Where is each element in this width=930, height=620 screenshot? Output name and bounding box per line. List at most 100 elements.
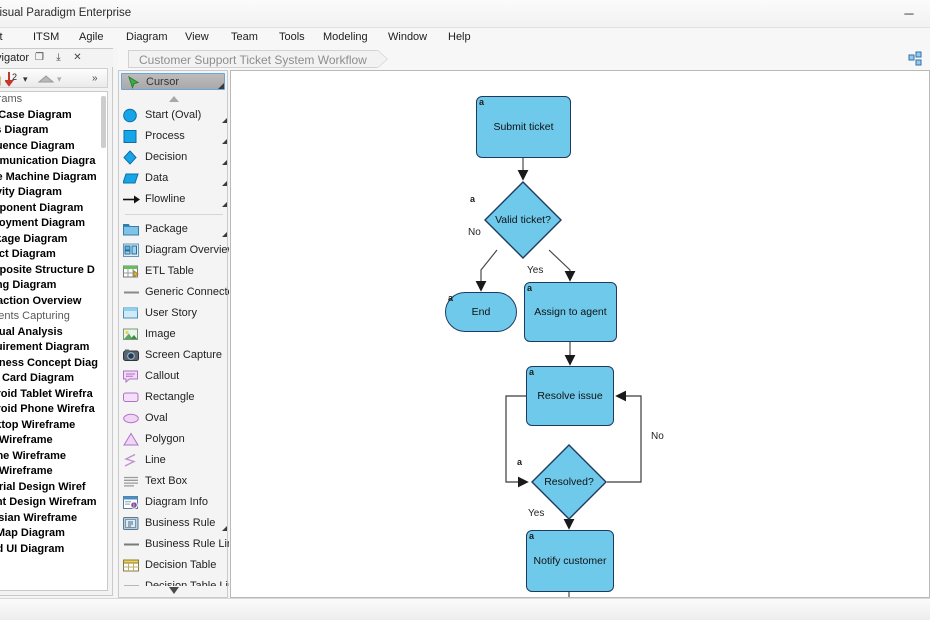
flowchart-node-resolved[interactable]: Resolved?a [517,444,607,520]
navigator-list-item[interactable]: eployment Diagram [0,217,86,229]
close-icon[interactable]: ✕ [73,52,82,63]
toolbar-overflow-icon[interactable]: » [92,73,98,84]
palette-item-callout[interactable]: Callout [119,366,229,387]
navigator-list-item[interactable]: ming Diagram [0,279,57,291]
flowchart-node-valid[interactable]: Valid ticket?a [470,181,562,259]
navigator-list-item[interactable]: esktop Wireframe [0,418,76,431]
minimize-button[interactable]: ─ [904,6,914,21]
navigator-list-item[interactable]: ctivity Diagram [0,186,62,198]
navigator-list-item[interactable]: usiness Concept Diag [0,356,98,369]
navigator-list-item[interactable]: uent Design Wirefram [0,496,97,508]
navigator-list-item[interactable]: iagrams [0,93,23,105]
navigator-list-item[interactable]: ackage Diagram [0,232,68,245]
business-rule-link-icon [123,537,139,552]
menu-item-itsm[interactable]: ITSM [33,31,60,43]
palette-item-image[interactable]: Image [119,324,229,345]
palette-expand-corner-icon[interactable] [222,232,227,237]
palette-item-polygon[interactable]: Polygon [119,429,229,450]
navigator-title: Navigator [0,52,30,64]
navigator-list-item[interactable]: hone Wireframe [0,449,67,462]
dropdown-arrow-icon[interactable]: ▾ [23,74,28,84]
navigator-list-item[interactable]: ommunication Diagra [0,155,96,167]
restore-icon[interactable]: ❐ [35,52,44,63]
navigator-list-item[interactable]: ad Wireframe [0,434,53,446]
palette-scroll-up[interactable] [119,92,229,105]
navigator-list-item[interactable]: ndroid Phone Wirefra [0,403,95,415]
palette-expand-corner-icon[interactable] [222,118,227,123]
menu-item-modeling[interactable]: Modeling [323,31,368,43]
navigator-scroll-thumb[interactable] [101,96,106,148]
navigator-list-item[interactable]: bject Diagram [0,248,56,260]
navigator-list-item[interactable]: ements Capturing [0,310,70,322]
navigator-list-item[interactable]: tate Machine Diagram [0,170,97,183]
palette-item-start-oval[interactable]: Start (Oval) [119,105,229,126]
palette-item-decision-table-link[interactable]: Decision Table Link [119,576,229,586]
palette-item-package[interactable]: Package [119,219,229,240]
menu-item-tools[interactable]: Tools [279,31,305,43]
menu-item-window[interactable]: Window [388,31,428,43]
navigator-diagram-list[interactable]: iagrams se Case Diagram ass Diagram equence… [0,91,108,591]
open-folder-icon[interactable] [0,71,1,87]
navigator-list-item[interactable]: eb Wireframe [0,465,53,477]
palette-item-business-rule[interactable]: Business Rule [119,513,229,534]
diamond-shape-icon [484,181,562,259]
navigator-list-item[interactable]: se Case Diagram [0,108,72,121]
palette-item-screen-capture[interactable]: Screen Capture [119,345,229,366]
navigator-list-item[interactable]: equirement Diagram [0,341,90,353]
menu-item-agile[interactable]: Agile [79,31,104,43]
palette-item-business-rule-link[interactable]: Business Rule Link [119,534,229,555]
navigator-list-item[interactable]: ired UI Diagram [0,542,65,555]
navigator-list-item[interactable]: extual Analysis [0,325,63,338]
navigator-list-item[interactable]: ndroid Tablet Wirefra [0,387,93,400]
sort-descending-icon[interactable]: 2 [4,71,20,87]
navigator-list-item[interactable]: omponent Diagram [0,201,84,214]
navigator-list-item[interactable]: aterial Design Wiref [0,480,86,493]
palette-item-rectangle[interactable]: Rectangle [119,387,229,408]
palette-expand-corner-icon[interactable] [222,160,227,165]
navigator-list-item[interactable]: equence Diagram [0,139,75,152]
navigator-list-item[interactable]: teraction Overview [0,294,82,307]
breadcrumb[interactable]: Customer Support Ticket System Workflow [128,50,378,68]
navigator-list-item[interactable]: lassian Wireframe [0,511,78,524]
palette-item-decision[interactable]: Decision [119,147,229,168]
palette-item-diagram-overview[interactable]: Diagram Overview [119,240,229,261]
palette-expand-corner-icon[interactable] [222,139,227,144]
navigator-list-item[interactable]: ass Diagram [0,124,49,136]
diagram-thumbnail-icon[interactable] [908,51,924,67]
palette-scroll-down[interactable] [119,584,229,597]
palette-expand-corner-icon[interactable] [222,202,227,207]
menu-item-ct[interactable]: ct [0,31,3,43]
dropdown-arrow-2-icon[interactable]: ▾ [57,74,62,84]
navigator-list-item[interactable]: omposite Structure D [0,263,95,276]
collapse-up-icon[interactable] [37,71,55,87]
menu-item-view[interactable]: View [185,31,209,43]
palette-item-data[interactable]: Data [119,168,229,189]
navigator-list-item[interactable]: RC Card Diagram [0,372,75,384]
menu-item-diagram[interactable]: Diagram [126,31,168,43]
palette-expand-corner-icon[interactable] [222,181,227,186]
menu-item-team[interactable]: Team [231,31,258,43]
pin-icon[interactable]: ⤓ [56,52,61,63]
palette-item-flowline[interactable]: Flowline [119,189,229,210]
palette-item-oval[interactable]: Oval [119,408,229,429]
menu-item-help[interactable]: Help [448,31,471,43]
palette-item-line[interactable]: Line [119,450,229,471]
palette-item-text-box[interactable]: Text Box [119,471,229,492]
palette-item-process[interactable]: Process [119,126,229,147]
palette-item-user-story[interactable]: User Story [119,303,229,324]
palette-expand-corner-icon[interactable] [222,526,227,531]
navigator-scrollbar[interactable] [100,92,107,590]
navigator-list-item[interactable]: te Map Diagram [0,527,65,539]
palette-item-etl-table[interactable]: ETL Table [119,261,229,282]
palette-item-generic-connector[interactable]: Generic Connector [119,282,229,303]
palette-item-decision-table[interactable]: Decision Table [119,555,229,576]
node-type-badge: a [479,97,485,107]
palette-item-cursor[interactable]: Cursor [121,73,225,90]
